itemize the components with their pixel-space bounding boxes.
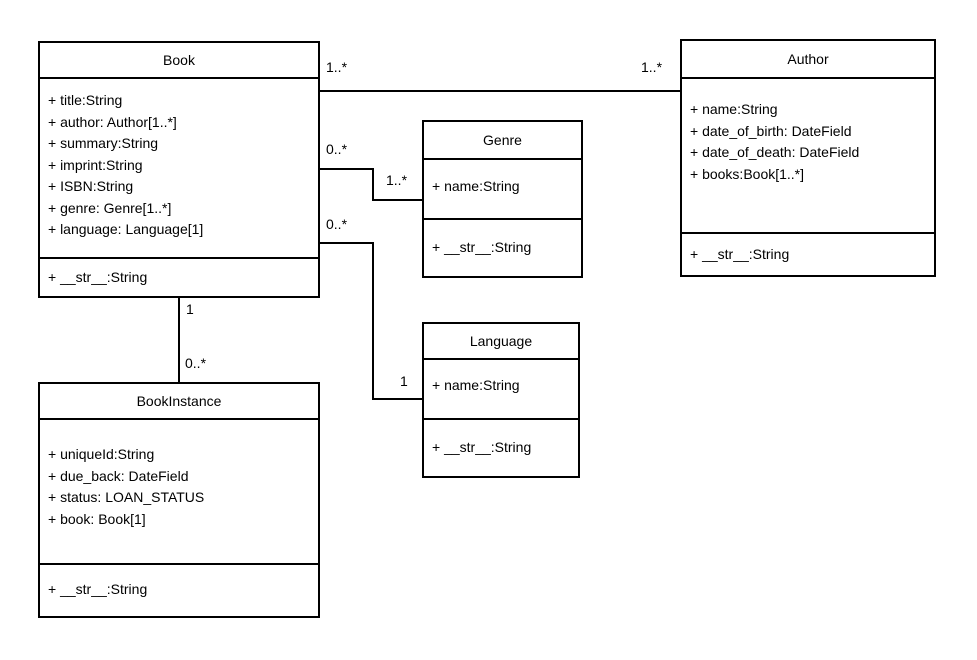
- member-line: + name:String: [432, 377, 520, 393]
- edge-book-bookinstance: [178, 297, 180, 382]
- member-line: + title:String: [48, 92, 123, 108]
- class-title: Author: [682, 41, 934, 79]
- class-box-author: Author + name:String + date_of_birth: Dat…: [680, 39, 936, 277]
- member-line: + imprint:String: [48, 156, 143, 173]
- multiplicity-book-author-author-end: 1..*: [641, 59, 663, 75]
- edge-book-genre-segment-3: [372, 199, 422, 201]
- multiplicity-book-bookinstance-instance-end: 0..*: [185, 355, 207, 371]
- member-line: + __str__:String: [432, 439, 532, 455]
- edge-book-author: [320, 90, 680, 92]
- multiplicity-book-bookinstance-book-end: 1: [186, 301, 194, 317]
- multiplicity-book-author-book-end: 1..*: [326, 59, 348, 75]
- member-line: + date_of_birth: DateField: [690, 122, 852, 139]
- member-line: + books:Book[1..*]: [690, 165, 805, 182]
- edge-book-language-segment-3: [372, 398, 422, 400]
- edge-book-language-segment-2: [372, 242, 374, 400]
- member-line: + __str__:String: [48, 269, 148, 285]
- member-line: + __str__:String: [48, 581, 148, 597]
- member-line: + name:String: [432, 178, 520, 194]
- multiplicity-book-language-book-end: 0..*: [326, 216, 348, 232]
- class-attributes: + name:String: [424, 360, 578, 420]
- member-line: + summary:String: [48, 135, 159, 151]
- member-line: + __str__:String: [690, 246, 790, 262]
- class-methods: + __str__:String: [40, 565, 318, 616]
- class-attributes: + title:String + author: Author[1..*] + su…: [40, 79, 318, 259]
- multiplicity-book-genre-book-end: 0..*: [326, 141, 348, 157]
- member-line: + language: Language[1]: [48, 221, 204, 237]
- class-box-book: Book + title:String + author: Author[1..*…: [38, 41, 320, 298]
- member-line: + genre: Genre[1..*]: [48, 199, 172, 216]
- class-attributes: + uniqueId:String + due_back: DateField + …: [40, 420, 318, 565]
- edge-book-genre-segment-1: [320, 168, 374, 170]
- multiplicity-book-language-language-end: 1: [400, 373, 408, 389]
- member-line: + date_of_death: DateField: [690, 144, 860, 160]
- class-methods: + __str__:String: [682, 234, 934, 275]
- member-line: + uniqueId:String: [48, 446, 155, 462]
- member-line: + ISBN:String: [48, 178, 134, 194]
- member-line: + __str__:String: [432, 239, 532, 255]
- class-title: Language: [424, 324, 578, 360]
- class-methods: + __str__:String: [40, 259, 318, 296]
- multiplicity-book-genre-genre-end: 1..*: [386, 172, 408, 188]
- class-attributes: + name:String: [424, 160, 581, 220]
- class-title: Genre: [424, 122, 581, 160]
- member-line: + due_back: DateField: [48, 467, 189, 484]
- class-box-bookinstance: BookInstance + uniqueId:String + due_back…: [38, 382, 320, 618]
- class-title: Book: [40, 43, 318, 79]
- class-attributes: + name:String + date_of_birth: DateField +…: [682, 79, 934, 234]
- class-methods: + __str__:String: [424, 220, 581, 276]
- member-line: + book: Book[1]: [48, 510, 146, 527]
- edge-book-language-segment-1: [320, 242, 374, 244]
- class-title: BookInstance: [40, 384, 318, 420]
- member-line: + status: LOAN_STATUS: [48, 489, 205, 505]
- member-line: + author: Author[1..*]: [48, 113, 177, 130]
- class-methods: + __str__:String: [424, 420, 578, 476]
- class-box-genre: Genre + name:String + __str__:String: [422, 120, 583, 278]
- member-line: + name:String: [690, 101, 778, 117]
- edge-book-genre-segment-2: [372, 168, 374, 201]
- class-box-language: Language + name:String + __str__:String: [422, 322, 580, 478]
